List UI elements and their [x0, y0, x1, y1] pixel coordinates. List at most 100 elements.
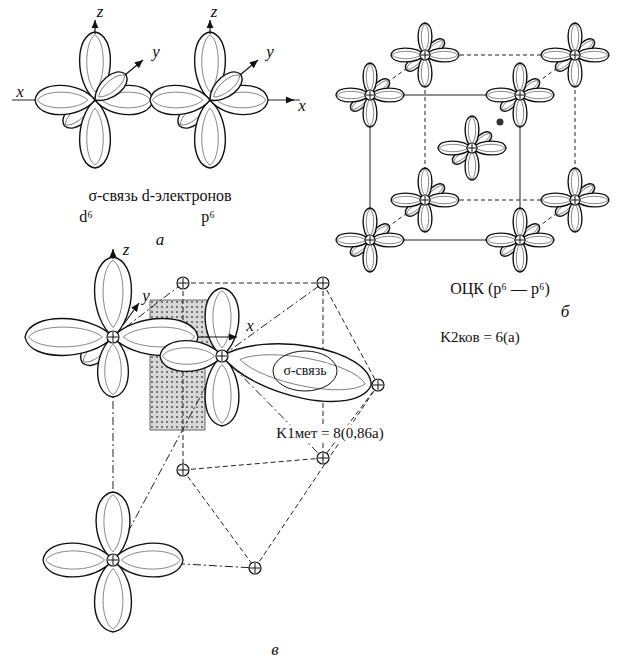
- axis-label: y: [150, 43, 162, 62]
- atom-marker: [177, 277, 189, 289]
- lobe-outline: [160, 341, 222, 372]
- lobe-shading: [374, 236, 403, 240]
- lobe-shading: [571, 59, 575, 86]
- lobe-shading: [121, 560, 180, 569]
- lobe-shading: [421, 59, 425, 86]
- atom-plus: [468, 144, 476, 152]
- atom-plus: [178, 278, 188, 288]
- lobe-shading: [571, 204, 575, 231]
- lobe-shading: [421, 204, 425, 231]
- lobe-outline: [43, 543, 113, 577]
- lobe-shading: [370, 244, 374, 271]
- lobe-shading: [87, 35, 95, 92]
- lobe-shading: [520, 64, 524, 91]
- axis-arrow: [209, 20, 210, 34]
- lobe-shading: [374, 240, 403, 244]
- lobe-shading: [113, 495, 122, 552]
- lobe-shading: [104, 495, 113, 552]
- lobe-shading: [222, 364, 231, 423]
- lobe-shading: [374, 95, 403, 99]
- atom-plus: [571, 196, 579, 204]
- lobe-shading: [99, 75, 128, 101]
- lobe-shading: [468, 117, 472, 144]
- lobe-shading: [103, 260, 113, 327]
- atom-plus: [250, 563, 260, 573]
- orbital-lobe: [160, 341, 222, 372]
- lobe-outline: [195, 100, 226, 168]
- lobe-shading: [370, 209, 374, 236]
- lobe-shading: [210, 71, 239, 97]
- atom-plus: [421, 51, 429, 59]
- lobe-shading: [421, 169, 425, 196]
- bond-label: σ-связь: [281, 363, 328, 378]
- axis-arrow: [286, 99, 294, 100]
- atom-plus: [516, 236, 524, 244]
- atom-marker: [515, 235, 525, 245]
- orbital-lobe: [204, 67, 247, 108]
- atom-marker: [420, 50, 430, 60]
- lattice-line: [255, 385, 378, 568]
- lobe-shading: [579, 196, 608, 200]
- orbital-lobe: [217, 330, 376, 410]
- lobe-shading: [337, 95, 366, 99]
- lobe-shading: [476, 148, 505, 152]
- lobe-shading: [429, 196, 458, 200]
- lobe-shading: [516, 99, 520, 126]
- lobe-shading: [392, 51, 421, 55]
- lobe-shading: [213, 364, 222, 423]
- atom-marker: [177, 464, 189, 476]
- lobe-shading: [366, 99, 370, 126]
- atom-marker: [515, 90, 525, 100]
- lobe-outline: [95, 257, 132, 337]
- lobe-shading: [487, 95, 516, 99]
- lobe-shading: [337, 240, 366, 244]
- lobe-shading: [370, 64, 374, 91]
- lobe-shading: [103, 569, 113, 629]
- lobe-shading: [392, 196, 421, 200]
- lobe-shading: [37, 100, 87, 108]
- lobe-shading: [468, 152, 472, 179]
- lobe-shading: [579, 51, 608, 55]
- lobe-shading: [542, 51, 571, 55]
- lobe-outline: [80, 100, 111, 168]
- atom-plus: [217, 351, 227, 361]
- lobe-shading: [162, 356, 214, 364]
- axis-arrow: [240, 60, 258, 75]
- atom-marker: [570, 195, 580, 205]
- lobe-outline: [25, 319, 113, 356]
- lobe-shading: [370, 99, 374, 126]
- lobe-shading: [487, 240, 516, 244]
- lobe-shading: [520, 99, 524, 126]
- lobe-shading: [213, 291, 222, 348]
- lobe-shading: [472, 117, 476, 144]
- lattice-caption: ОЦК (p⁶ — p⁶): [448, 280, 552, 298]
- lobe-shading: [374, 91, 403, 95]
- lobe-shading: [366, 209, 370, 236]
- atom-plus: [318, 453, 328, 463]
- lobe-shading: [425, 204, 429, 231]
- axis-arrow: [123, 303, 139, 325]
- sigma-bond-ring: [273, 351, 337, 391]
- lobe-shading: [571, 169, 575, 196]
- axis-label: y: [264, 43, 276, 62]
- orbital-lobe: [25, 319, 113, 356]
- coordination-label: K1мет = 8(0,86a): [274, 425, 385, 442]
- orbital-config: d⁶: [77, 208, 95, 226]
- caption-text: σ-связь d-электронов: [86, 187, 233, 205]
- axis-arrow: [112, 249, 113, 259]
- atom-marker: [107, 554, 119, 566]
- lobe-shading: [575, 59, 579, 86]
- orbital-lobe: [95, 257, 132, 337]
- lobe-shading: [46, 551, 105, 560]
- atom-plus: [366, 91, 374, 99]
- orbital-lobe: [113, 543, 183, 577]
- lobe-shading: [214, 75, 243, 101]
- atom-plus: [373, 380, 383, 390]
- lobe-shading: [113, 344, 121, 394]
- lobe-shading: [476, 144, 505, 148]
- lobe-shading: [516, 64, 520, 91]
- axis-label: z: [209, 3, 220, 22]
- lobe-shading: [29, 327, 103, 337]
